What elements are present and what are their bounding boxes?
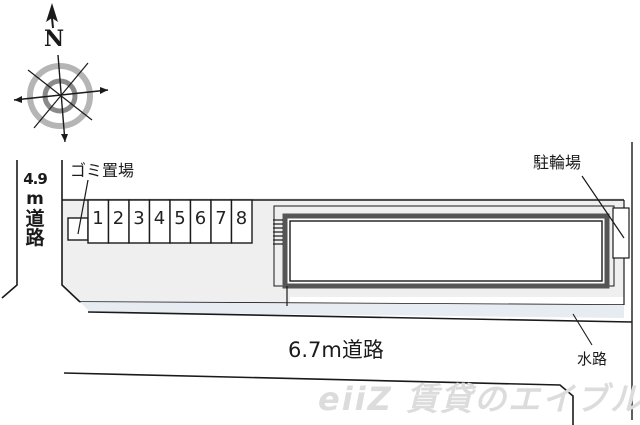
parking-slot-8: 8 <box>235 208 248 229</box>
waterway <box>80 302 624 318</box>
west-road-char-1: 道 <box>25 208 45 230</box>
parking-slot-1: 1 <box>92 208 104 229</box>
compass-rose-icon <box>13 3 109 143</box>
watermark: eiiZ 賃貸のエイブル <box>318 380 640 418</box>
parking-slot-2: 2 <box>112 208 125 229</box>
parking-slot-3: 3 <box>133 208 145 229</box>
west-road-width: 4.9 <box>23 170 48 188</box>
garbage-station-label: ゴミ置場 <box>70 161 135 180</box>
parking-slot-5: 5 <box>174 208 186 229</box>
west-road-unit: m <box>26 189 44 209</box>
stairs <box>273 219 283 245</box>
north-arrow-icon <box>46 3 58 22</box>
parking-slot-7: 7 <box>215 208 227 229</box>
west-road-edge <box>1 160 18 299</box>
compass-north-label: N <box>44 26 65 52</box>
waterway-label: 水路 <box>577 350 608 368</box>
parking-slot-4: 4 <box>153 208 166 229</box>
parking-slots <box>87 199 253 244</box>
bicycle-parking-label: 駐輪場 <box>533 153 582 172</box>
west-road-label: 4.9 m 道 路 <box>20 172 50 248</box>
west-road-char-2: 路 <box>25 227 45 249</box>
south-road-edge <box>63 372 574 425</box>
parking-slot-6: 6 <box>194 208 207 229</box>
garbage-station <box>67 217 89 241</box>
site-boundary-west <box>61 160 81 303</box>
south-road-label: 6.7m道路 <box>288 338 384 362</box>
